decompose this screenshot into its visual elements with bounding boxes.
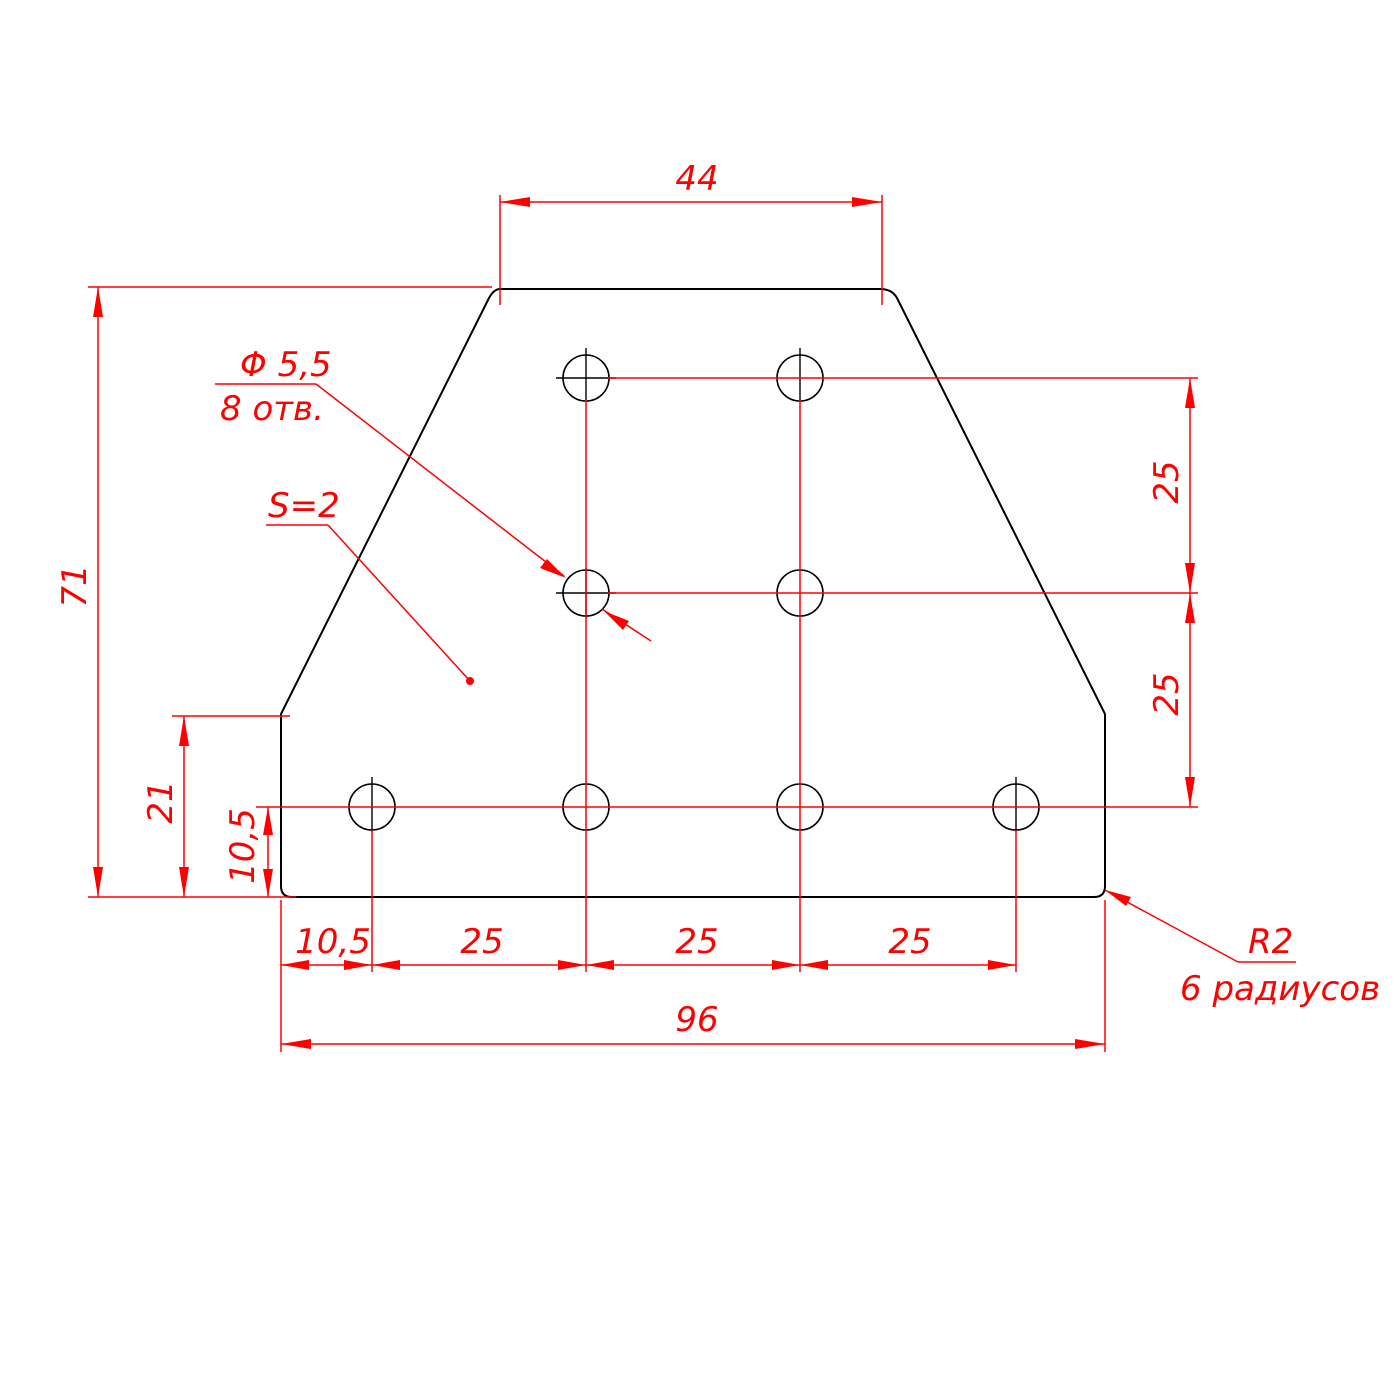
hole-count-label: 8 отв. — [220, 389, 324, 429]
thickness-callout: S=2 — [266, 486, 474, 685]
dimension-horizontal-pitch-2-label: 25 — [675, 922, 718, 962]
dimension-horizontal-pitch-1-label: 25 — [460, 922, 503, 962]
dimension-horizontal-chain: 10,5 25 25 25 — [280, 900, 1106, 1052]
dimension-overall-height: 71 — [55, 286, 492, 898]
dimension-top-width-label: 44 — [675, 159, 718, 199]
corner-radius-label: R2 — [1248, 922, 1293, 962]
dimension-bottom-row-offset-label: 10,5 — [223, 808, 263, 884]
dimension-horizontal-pitch-3-label: 25 — [888, 922, 931, 962]
dimension-bottom-row-offset: 10,5 — [223, 807, 273, 897]
plate-outline — [280, 288, 1106, 898]
corner-radius-callout: R2 6 радиусов — [1104, 889, 1380, 1009]
center-lines — [256, 377, 1198, 972]
thickness-label: S=2 — [268, 486, 340, 526]
dimension-vertical-pitch-lower-label: 25 — [1147, 672, 1187, 715]
dimension-top-width: 44 — [499, 159, 883, 305]
dimension-vertical-pitch-upper-label: 25 — [1147, 460, 1187, 503]
center-marks — [371, 348, 1017, 832]
corner-radius-count-label: 6 радиусов — [1180, 969, 1380, 1009]
dimension-left-offset-label: 10,5 — [295, 922, 371, 962]
dimension-side-height-label: 21 — [141, 780, 181, 823]
dimension-vertical-pitch: 25 25 — [1147, 378, 1195, 807]
dimension-overall-width-label: 96 — [675, 1000, 718, 1040]
dimension-side-height: 21 — [141, 715, 290, 897]
dimension-overall-height-label: 71 — [55, 564, 95, 607]
hole-diameter-callout: Φ 5,5 8 отв. — [215, 345, 652, 642]
dimension-overall-width: 96 — [281, 1000, 1105, 1049]
hole-diameter-label: Φ 5,5 — [240, 345, 332, 385]
